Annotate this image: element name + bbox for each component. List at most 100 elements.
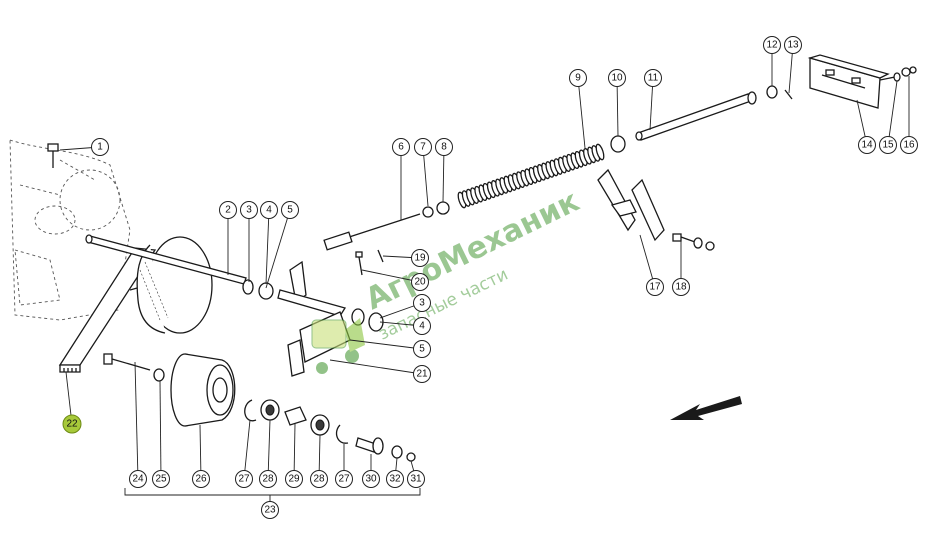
leader-line [616, 77, 619, 137]
callout-number: 26 [195, 474, 207, 485]
callout-18[interactable]: 18 [672, 278, 690, 296]
guide-rod [635, 91, 757, 141]
callout-circle [413, 340, 431, 358]
callout-8[interactable]: 8 [435, 138, 453, 156]
leader-line [265, 209, 270, 285]
watermark: АгроМеханик запасные части [311, 184, 585, 374]
nut-part [391, 445, 416, 462]
callout-25[interactable]: 25 [152, 470, 170, 488]
callout-circle [261, 501, 279, 519]
callout-5[interactable]: 5 [281, 201, 299, 219]
callout-19[interactable]: 19 [411, 249, 429, 267]
leader-line [265, 209, 291, 289]
callout-number: 29 [288, 474, 300, 485]
callout-number: 28 [262, 474, 274, 485]
bolt-part [672, 233, 715, 251]
callout-number: 2 [225, 205, 231, 216]
callout-28[interactable]: 28 [259, 470, 277, 488]
callout-31[interactable]: 31 [407, 470, 425, 488]
circlip-part [244, 399, 257, 422]
leader-line [361, 269, 421, 283]
callout-circle [386, 470, 404, 488]
callout-number: 9 [575, 73, 581, 84]
callout-3[interactable]: 3 [240, 201, 258, 219]
callout-5[interactable]: 5 [413, 340, 431, 358]
callout-12[interactable]: 12 [763, 36, 781, 54]
callout-32[interactable]: 32 [386, 470, 404, 488]
callout-23[interactable]: 23 [261, 501, 279, 519]
callout-circle [858, 136, 876, 154]
callout-3[interactable]: 3 [413, 294, 431, 312]
callout-circle [62, 414, 82, 434]
callout-number: 27 [238, 474, 250, 485]
callout-number: 12 [766, 40, 778, 51]
callout-number: 13 [787, 40, 799, 51]
callout-number: 7 [420, 142, 426, 153]
callout-4[interactable]: 4 [413, 317, 431, 335]
leader-line [639, 234, 656, 288]
callout-6[interactable]: 6 [392, 138, 410, 156]
callout-16[interactable]: 16 [900, 136, 918, 154]
callout-circle [784, 36, 802, 54]
callout-number: 10 [611, 73, 623, 84]
callout-22[interactable]: 22 [62, 414, 82, 434]
callout-circle [646, 278, 664, 296]
callout-number: 14 [861, 140, 873, 151]
callout-number: 21 [416, 369, 428, 380]
callout-29[interactable]: 29 [285, 470, 303, 488]
callout-circle [644, 69, 662, 87]
callout-28[interactable]: 28 [310, 470, 328, 488]
group-bracket [124, 488, 421, 500]
callout-13[interactable]: 13 [784, 36, 802, 54]
callout-4[interactable]: 4 [260, 201, 278, 219]
callout-7[interactable]: 7 [414, 138, 432, 156]
leader-line [422, 146, 429, 207]
callout-15[interactable]: 15 [879, 136, 897, 154]
callout-20[interactable]: 20 [411, 273, 429, 291]
callout-9[interactable]: 9 [569, 69, 587, 87]
callout-circle [91, 138, 109, 156]
direction-arrow [670, 396, 742, 420]
small-bolt [355, 249, 384, 276]
bolt-part [47, 143, 59, 168]
callout-number: 3 [419, 298, 425, 309]
callout-17[interactable]: 17 [646, 278, 664, 296]
callout-number: 15 [882, 140, 894, 151]
callout-circle [192, 470, 210, 488]
callout-21[interactable]: 21 [413, 365, 431, 383]
callout-number: 3 [246, 205, 252, 216]
callout-11[interactable]: 11 [644, 69, 662, 87]
lever-arm [277, 260, 384, 377]
callout-circle [281, 201, 299, 219]
callout-27[interactable]: 27 [235, 470, 253, 488]
callout-circle [879, 136, 897, 154]
callout-26[interactable]: 26 [192, 470, 210, 488]
callout-circle [259, 470, 277, 488]
callout-circle [362, 470, 380, 488]
callout-circle [763, 36, 781, 54]
idler-roller [170, 353, 236, 427]
callout-27[interactable]: 27 [335, 470, 353, 488]
leader-line [134, 361, 139, 480]
callout-2[interactable]: 2 [219, 201, 237, 219]
tension-spring [457, 143, 605, 209]
callout-14[interactable]: 14 [858, 136, 876, 154]
callout-number: 27 [338, 474, 350, 485]
callout-circle [129, 470, 147, 488]
tractor-logo-icon [311, 318, 365, 374]
callout-24[interactable]: 24 [129, 470, 147, 488]
bearing-part [260, 399, 280, 421]
callout-circle [414, 138, 432, 156]
shaft-part [85, 234, 247, 285]
bearing-part [310, 414, 330, 436]
nut-part [766, 85, 793, 100]
mounting-bracket [807, 54, 890, 109]
callout-10[interactable]: 10 [608, 69, 626, 87]
washer-part [610, 135, 626, 153]
tie-rod [323, 201, 450, 251]
callout-number: 23 [264, 505, 276, 516]
callout-30[interactable]: 30 [362, 470, 380, 488]
callout-1[interactable]: 1 [91, 138, 109, 156]
